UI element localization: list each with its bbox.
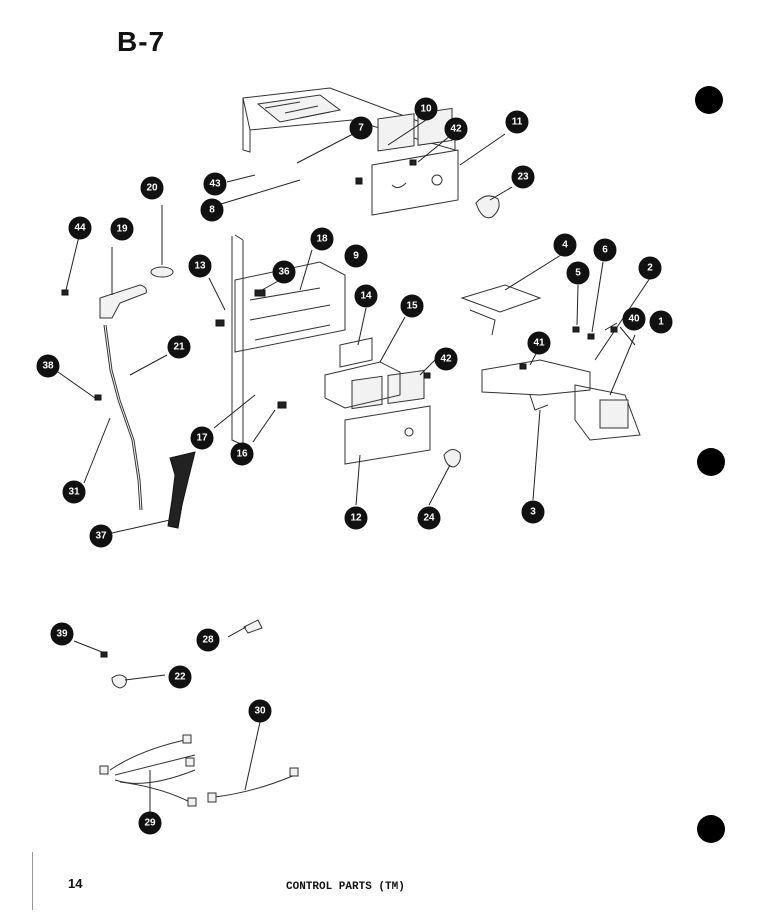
callout-23: 23	[511, 165, 535, 189]
svg-text:21: 21	[173, 342, 185, 353]
callout-24: 24	[417, 506, 441, 530]
svg-text:20: 20	[146, 183, 158, 194]
lever-assembly	[99, 284, 196, 529]
punch-hole-middle	[697, 448, 725, 476]
washer-20	[150, 266, 174, 278]
svg-text:17: 17	[196, 433, 208, 444]
callout-31: 31	[62, 480, 86, 504]
svg-text:9: 9	[353, 251, 359, 262]
svg-text:39: 39	[56, 629, 68, 640]
svg-text:23: 23	[517, 172, 529, 183]
callout-11: 11	[505, 110, 529, 134]
svg-text:41: 41	[533, 338, 545, 349]
callout-15: 15	[400, 294, 424, 318]
control-panel-frame	[231, 87, 456, 446]
svg-text:38: 38	[42, 361, 54, 372]
svg-text:18: 18	[316, 234, 328, 245]
callout-44: 44	[68, 216, 92, 240]
svg-text:24: 24	[423, 513, 435, 524]
callout-13: 13	[188, 254, 212, 278]
svg-text:6: 6	[602, 245, 608, 256]
svg-text:13: 13	[194, 261, 206, 272]
callout-43: 43	[203, 172, 227, 196]
svg-text:3: 3	[530, 507, 536, 518]
svg-text:36: 36	[278, 267, 290, 278]
callout-16: 16	[230, 442, 254, 466]
svg-text:30: 30	[254, 706, 266, 717]
svg-text:1: 1	[658, 317, 664, 328]
svg-text:5: 5	[575, 268, 581, 279]
svg-text:29: 29	[144, 818, 156, 829]
punch-hole-bottom	[697, 815, 725, 843]
callout-21: 21	[167, 335, 191, 359]
callout-9: 9	[344, 244, 368, 268]
callout-41: 41	[527, 331, 551, 355]
callout-38: 38	[36, 354, 60, 378]
callout-42-mid: 42	[434, 347, 458, 371]
callout-5: 5	[566, 261, 590, 285]
callout-37: 37	[89, 524, 113, 548]
callout-14: 14	[354, 284, 378, 308]
svg-text:40: 40	[628, 314, 640, 325]
callout-40: 40	[622, 307, 646, 331]
knob-23	[475, 195, 500, 219]
callout-22: 22	[168, 665, 192, 689]
callout-6: 6	[593, 238, 617, 262]
callout-7: 7	[349, 116, 373, 140]
callout-1: 1	[649, 310, 673, 334]
wire-harness-30	[207, 767, 299, 803]
svg-text:44: 44	[74, 223, 86, 234]
punch-hole-top	[695, 86, 723, 114]
svg-text:12: 12	[350, 513, 362, 524]
svg-text:42: 42	[450, 124, 462, 135]
leader-lines	[57, 119, 651, 812]
callout-29: 29	[138, 811, 162, 835]
svg-text:4: 4	[562, 240, 568, 251]
bracket-22	[111, 674, 127, 689]
svg-text:8: 8	[209, 205, 215, 216]
lower-switch-panel	[344, 369, 431, 465]
svg-text:22: 22	[174, 672, 186, 683]
page-heading: B-7	[117, 26, 166, 57]
callout-42-top: 42	[444, 117, 468, 141]
svg-text:42: 42	[440, 354, 452, 365]
svg-text:2: 2	[647, 263, 653, 274]
svg-text:16: 16	[236, 449, 248, 460]
clip-28	[243, 619, 263, 634]
callout-28: 28	[196, 628, 220, 652]
callout-39: 39	[50, 622, 74, 646]
callout-18: 18	[310, 227, 334, 251]
right-bracket-assembly	[460, 284, 641, 441]
svg-text:43: 43	[209, 179, 221, 190]
callout-36: 36	[272, 260, 296, 284]
page-number: 14	[68, 876, 83, 891]
svg-text:11: 11	[512, 117, 523, 128]
callout-3: 3	[521, 500, 545, 524]
svg-text:7: 7	[358, 123, 364, 134]
wire-harness-29	[99, 734, 197, 807]
svg-text:37: 37	[95, 531, 107, 542]
callout-19: 19	[110, 217, 134, 241]
callout-2: 2	[638, 256, 662, 280]
callout-20: 20	[140, 176, 164, 200]
svg-text:28: 28	[202, 635, 214, 646]
svg-text:10: 10	[420, 104, 432, 115]
fasteners	[61, 159, 618, 658]
svg-text:19: 19	[116, 224, 128, 235]
callout-4: 4	[553, 233, 577, 257]
callout-30: 30	[248, 699, 272, 723]
callout-10: 10	[414, 97, 438, 121]
callout-8: 8	[200, 198, 224, 222]
page-caption: CONTROL PARTS (TM)	[286, 881, 405, 893]
svg-text:15: 15	[406, 301, 418, 312]
knob-24	[443, 449, 461, 468]
svg-text:31: 31	[68, 487, 80, 498]
callout-17: 17	[190, 426, 214, 450]
left-edge-line	[32, 852, 33, 910]
callout-12: 12	[344, 506, 368, 530]
svg-text:14: 14	[360, 291, 372, 302]
